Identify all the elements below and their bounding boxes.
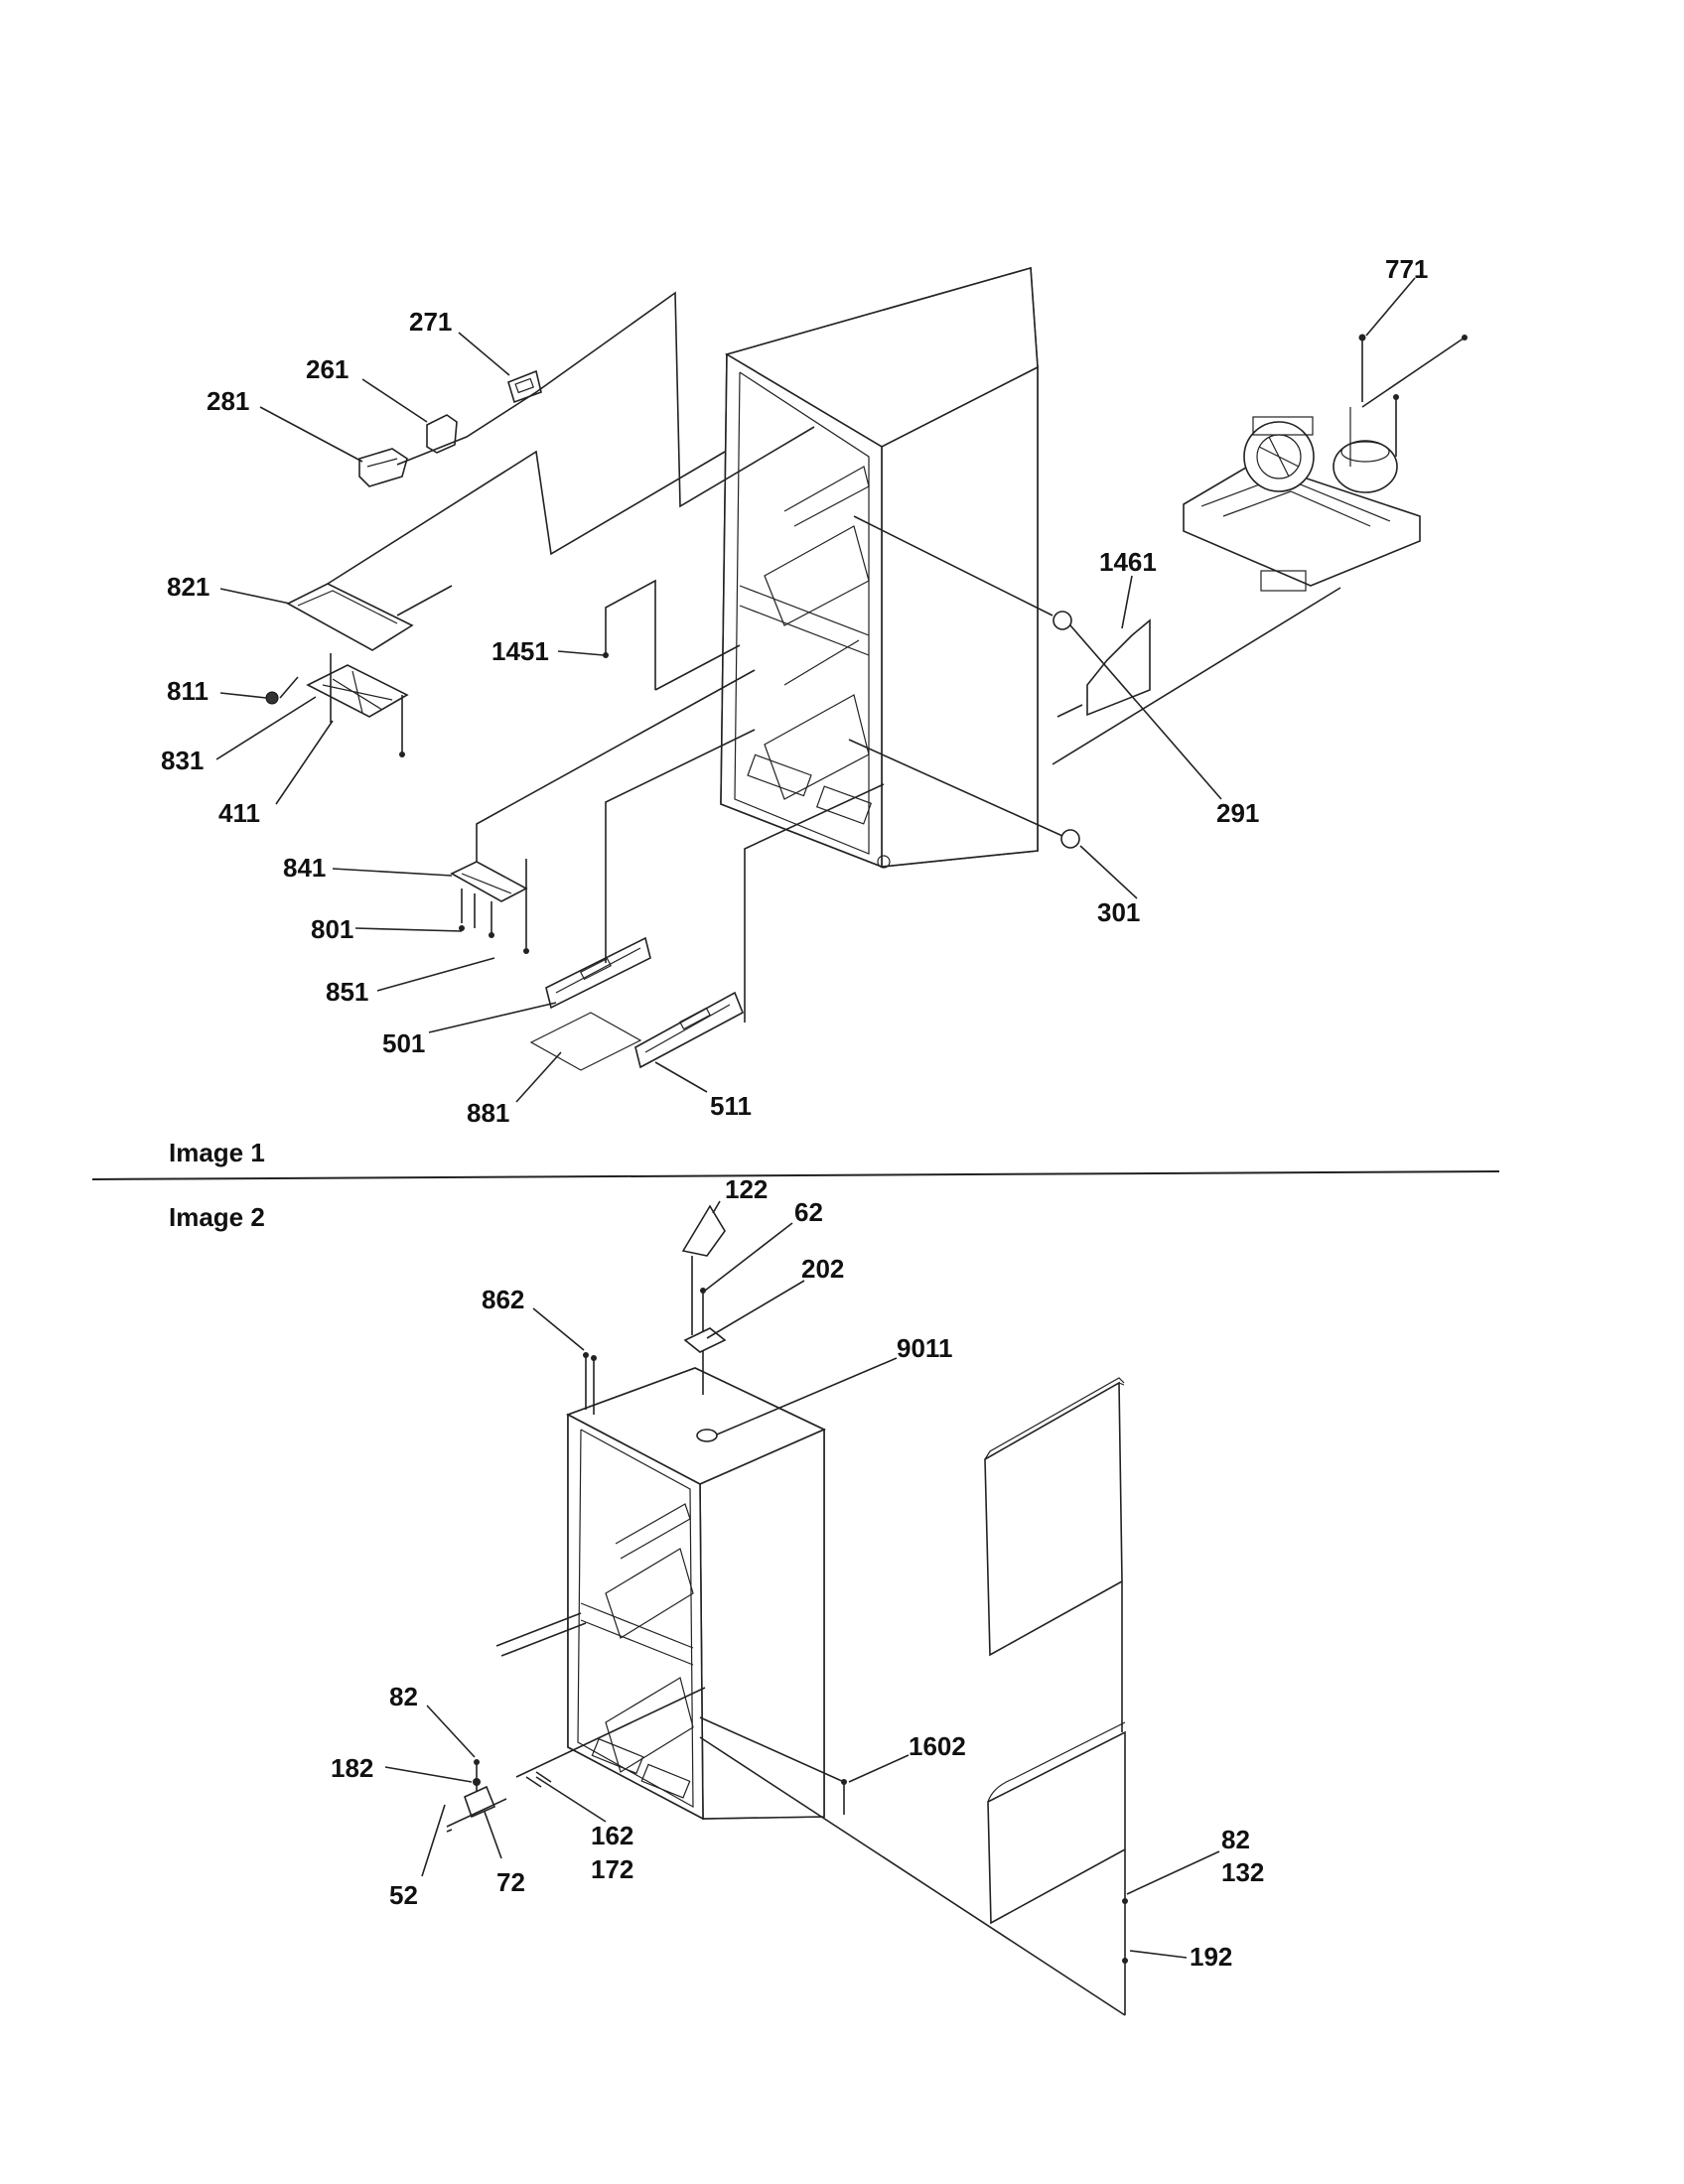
leader-lines-2 bbox=[384, 1200, 1220, 1959]
image-2-diagram: Image 2 bbox=[169, 1174, 1264, 2016]
part-271 bbox=[507, 369, 542, 404]
labels-image-1: 771 271 261 281 1461 821 1451 811 831 41… bbox=[161, 254, 1428, 1128]
label-1461: 1461 bbox=[1099, 547, 1157, 577]
part-841 bbox=[450, 861, 528, 902]
label-811: 811 bbox=[167, 676, 209, 706]
label-281: 281 bbox=[207, 386, 249, 416]
leader-lines-1 bbox=[215, 277, 1416, 1103]
cabinet-2 bbox=[495, 1367, 826, 1821]
label-1602: 1602 bbox=[909, 1731, 966, 1761]
label-801: 801 bbox=[311, 914, 353, 944]
label-291: 291 bbox=[1216, 798, 1259, 828]
image-1-diagram: 771 271 261 281 1461 821 1451 811 831 41… bbox=[161, 254, 1468, 1167]
label-202: 202 bbox=[801, 1254, 844, 1284]
label-1451: 1451 bbox=[491, 636, 549, 666]
label-301: 301 bbox=[1097, 897, 1140, 927]
compressor-assembly bbox=[1183, 334, 1468, 592]
hinge-bottom bbox=[446, 1687, 847, 1833]
label-841: 841 bbox=[283, 853, 326, 883]
label-821: 821 bbox=[167, 572, 210, 602]
labels-image-2: 122 62 202 862 9011 82 182 1602 162 172 … bbox=[331, 1174, 1264, 1972]
part-281 bbox=[358, 448, 408, 487]
label-851: 851 bbox=[326, 977, 368, 1007]
label-411: 411 bbox=[218, 798, 260, 828]
label-501: 501 bbox=[382, 1028, 425, 1058]
label-172: 172 bbox=[591, 1854, 633, 1884]
part-821 bbox=[286, 583, 414, 651]
label-511: 511 bbox=[710, 1091, 752, 1121]
label-62: 62 bbox=[794, 1197, 823, 1227]
section-divider bbox=[91, 1170, 1500, 1180]
part-501 bbox=[545, 936, 651, 1010]
label-82-top: 82 bbox=[389, 1682, 418, 1711]
label-82-right: 82 bbox=[1221, 1825, 1250, 1854]
label-831: 831 bbox=[161, 746, 204, 775]
part-511 bbox=[634, 991, 745, 1069]
label-881: 881 bbox=[467, 1098, 509, 1128]
section-caption-image-2: Image 2 bbox=[169, 1202, 265, 1232]
label-72: 72 bbox=[496, 1867, 525, 1897]
lower-door bbox=[987, 1721, 1126, 1925]
hinge-top bbox=[583, 1204, 727, 1442]
upper-door bbox=[984, 1377, 1125, 1657]
label-52: 52 bbox=[389, 1880, 418, 1910]
label-261: 261 bbox=[306, 354, 349, 384]
label-122: 122 bbox=[725, 1174, 768, 1204]
part-1461 bbox=[1086, 618, 1151, 717]
label-271: 271 bbox=[409, 307, 452, 337]
label-771: 771 bbox=[1385, 254, 1428, 284]
label-162: 162 bbox=[591, 1821, 633, 1850]
label-9011: 9011 bbox=[897, 1333, 952, 1363]
cabinet-1 bbox=[720, 266, 1039, 869]
label-182: 182 bbox=[331, 1753, 373, 1783]
section-caption-image-1: Image 1 bbox=[169, 1138, 265, 1167]
part-831 bbox=[306, 664, 409, 718]
label-862: 862 bbox=[482, 1285, 524, 1314]
label-192: 192 bbox=[1190, 1942, 1232, 1972]
label-132: 132 bbox=[1221, 1857, 1264, 1887]
